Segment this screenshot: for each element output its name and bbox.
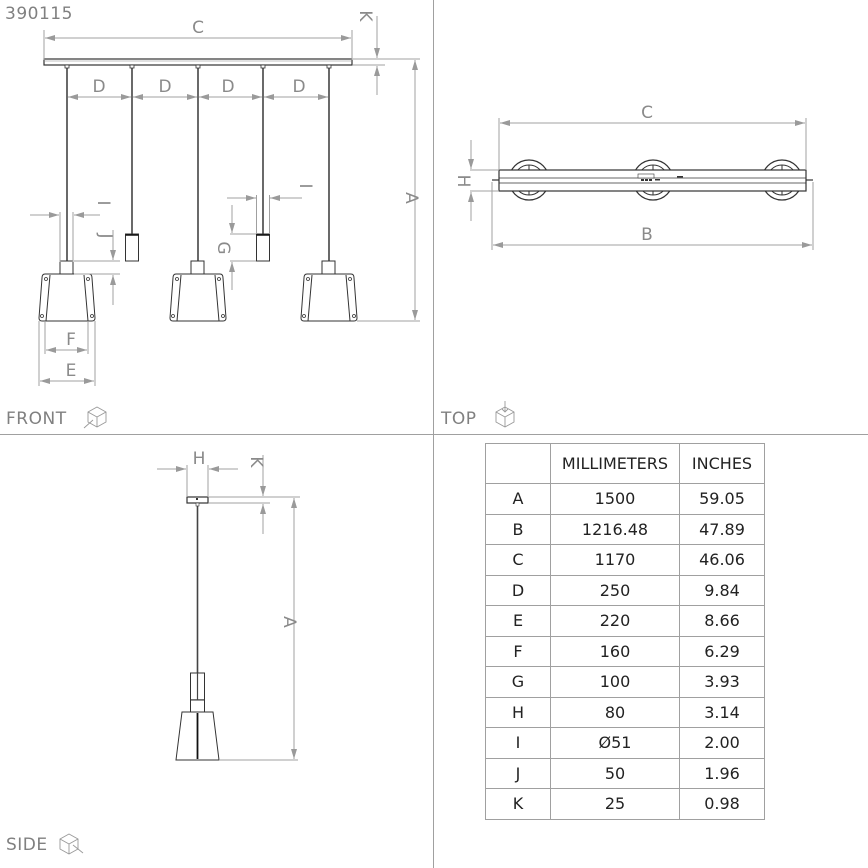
table-cell-mm: 1216.48 (550, 513, 680, 545)
svg-text:D: D (92, 77, 105, 97)
table-row: B 1216.48 47.89 (485, 513, 765, 545)
ceiling-bar (43, 58, 353, 66)
table-row: H 80 3.14 (485, 696, 765, 728)
table-cell-in: 3.14 (679, 696, 765, 728)
svg-text:D: D (292, 77, 305, 97)
table-cell-mm: 80 (550, 696, 680, 728)
svg-text:A: A (279, 616, 299, 628)
table-cell-mm: Ø51 (550, 727, 680, 759)
table-cell-mm: 25 (550, 788, 680, 820)
quadrant-divider-horizontal (0, 434, 868, 435)
table-cell-in: 47.89 (679, 513, 765, 545)
svg-text:J: J (95, 232, 115, 238)
top-view: C B H (453, 103, 814, 250)
table-cell-mm: 50 (550, 757, 680, 789)
table-cell-mm: 1170 (550, 544, 680, 576)
svg-text:D: D (221, 77, 234, 97)
svg-text:B: B (641, 225, 653, 245)
table-row: I Ø51 2.00 (485, 727, 765, 759)
svg-text:C: C (192, 18, 204, 38)
table-cell-in: 46.06 (679, 544, 765, 576)
svg-text:F: F (66, 330, 76, 350)
table-cell-in: 2.00 (679, 727, 765, 759)
table-header-in: INCHES (679, 443, 765, 484)
model-number: 390115 (5, 4, 73, 24)
svg-text:K: K (246, 456, 266, 468)
front-view: C K D D D D A (30, 10, 421, 386)
table-cell-mm: 1500 (550, 483, 680, 515)
svg-text:A: A (401, 192, 421, 204)
svg-text:E: E (66, 361, 77, 381)
table-cell-in: 59.05 (679, 483, 765, 515)
svg-text:C: C (641, 103, 653, 123)
isometric-cube-top-icon (495, 401, 515, 428)
svg-text:H: H (453, 175, 473, 188)
table-row: J 50 1.96 (485, 757, 765, 789)
table-cell-mm: 220 (550, 605, 680, 637)
lamp-shade (38, 260, 96, 322)
table-row: A 1500 59.05 (485, 483, 765, 515)
table-cell-key: D (485, 574, 551, 606)
table-cell-mm: 160 (550, 635, 680, 667)
table-header-row: MILLIMETERS INCHES (485, 443, 765, 484)
table-cell-in: 3.93 (679, 666, 765, 698)
table-cell-key: F (485, 635, 551, 667)
table-cell-key: B (485, 513, 551, 545)
table-row: D 250 9.84 (485, 574, 765, 606)
side-view-label: SIDE (6, 835, 48, 855)
table-cell-key: K (485, 788, 551, 820)
table-cell-key: A (485, 483, 551, 515)
side-view: H K A (157, 449, 300, 761)
table-cell-in: 1.96 (679, 757, 765, 789)
table-cell-mm: 100 (550, 666, 680, 698)
svg-text:D: D (158, 77, 171, 97)
table-cell-key: G (485, 666, 551, 698)
table-header-key (485, 443, 551, 484)
isometric-cube-side-icon (59, 833, 84, 855)
top-view-label: TOP (441, 409, 477, 429)
table-cell-key: E (485, 605, 551, 637)
table-header-mm: MILLIMETERS (550, 443, 680, 484)
table-cell-in: 9.84 (679, 574, 765, 606)
table-cell-key: J (485, 757, 551, 789)
svg-text:I: I (295, 183, 315, 188)
table-row: C 1170 46.06 (485, 544, 765, 576)
table-row: E 220 8.66 (485, 605, 765, 637)
svg-text:H: H (193, 449, 206, 469)
front-view-label: FRONT (6, 409, 67, 429)
table-cell-key: C (485, 544, 551, 576)
table-cell-in: 8.66 (679, 605, 765, 637)
table-row: K 25 0.98 (485, 788, 765, 820)
table-cell-mm: 250 (550, 574, 680, 606)
svg-text:K: K (355, 10, 375, 22)
table-cell-in: 0.98 (679, 788, 765, 820)
svg-text:G: G (213, 241, 233, 254)
svg-text:I: I (93, 200, 113, 205)
isometric-cube-front-icon (83, 406, 107, 429)
table-cell-key: H (485, 696, 551, 728)
table-cell-in: 6.29 (679, 635, 765, 667)
dimension-table: MILLIMETERS INCHES A 1500 59.05 B 1216.4… (485, 443, 765, 820)
table-cell-key: I (485, 727, 551, 759)
table-row: F 160 6.29 (485, 635, 765, 667)
table-row: G 100 3.93 (485, 666, 765, 698)
